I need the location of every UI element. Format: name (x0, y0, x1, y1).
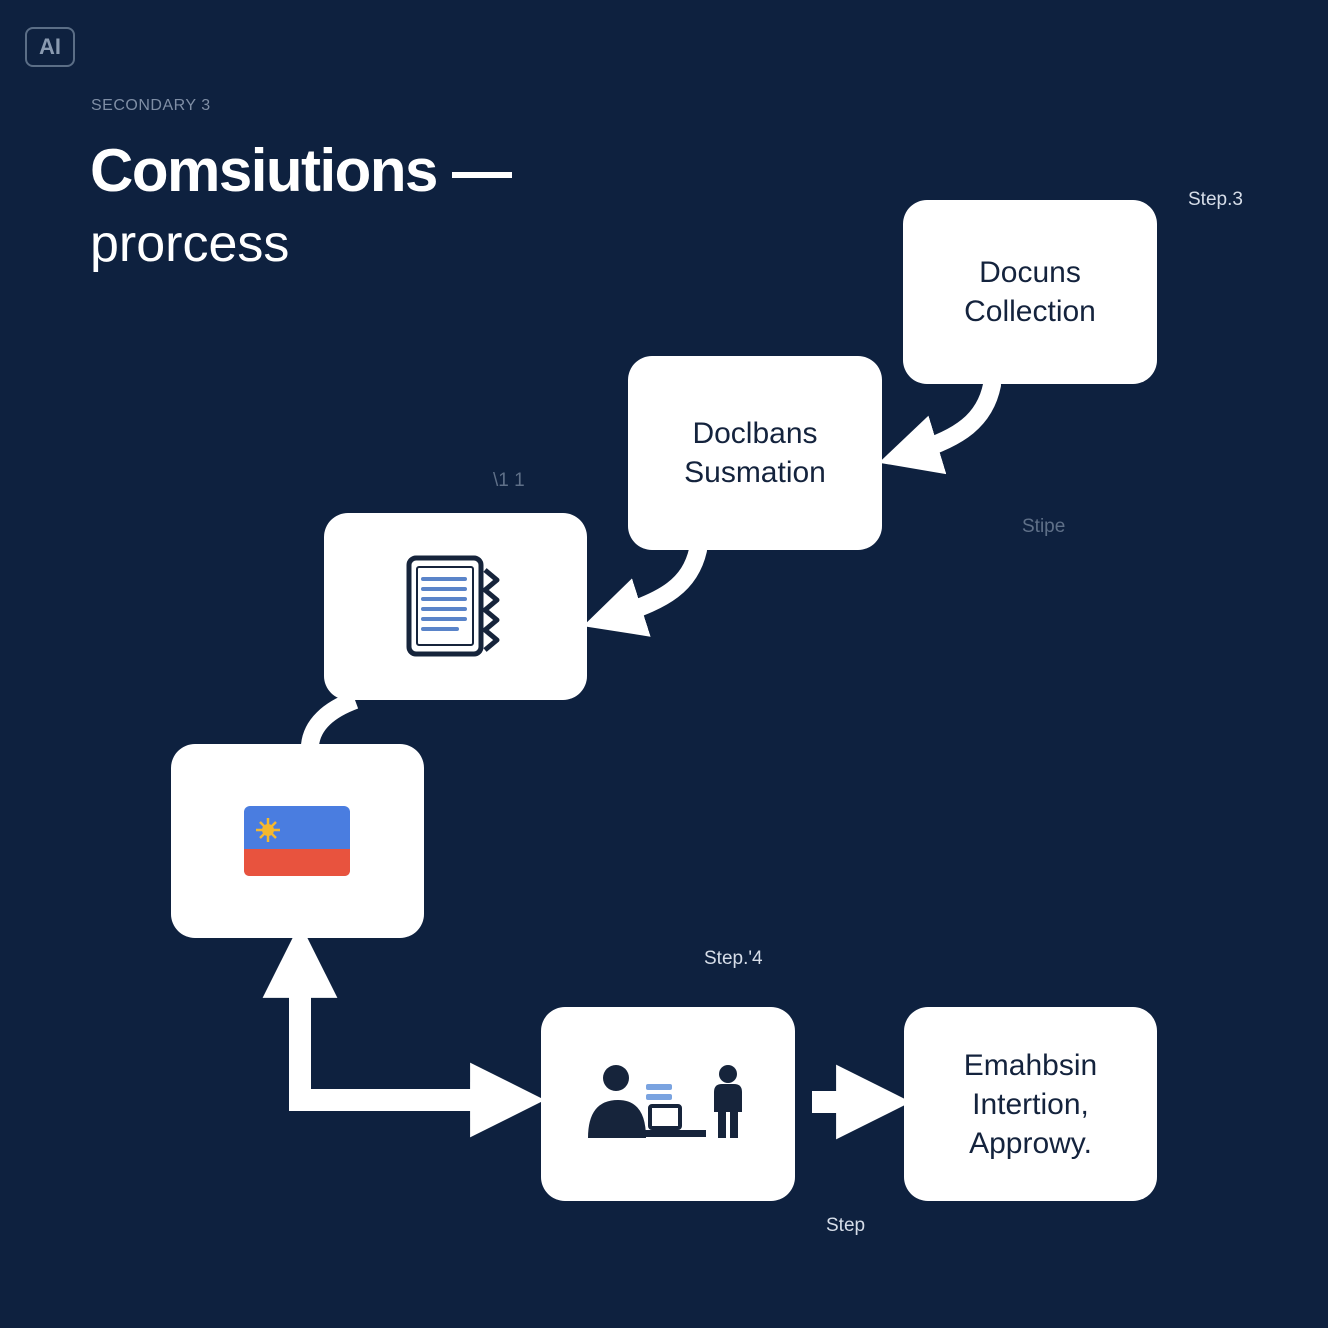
card-document[interactable] (324, 513, 587, 700)
step-label-bottom-caption: Step (826, 1215, 866, 1236)
step-label-middle-left: \1 1 (493, 470, 525, 491)
card-collection-line-1: Docuns (979, 256, 1081, 289)
card-meeting[interactable] (541, 1007, 795, 1201)
card-approval-line-2: Intertion, (972, 1087, 1089, 1121)
arrow-collection-to-summation (878, 376, 1001, 475)
card-docs-collection[interactable]: Docuns Collection (903, 200, 1157, 384)
people-at-desk-icon (588, 1065, 742, 1138)
card-approval[interactable]: Emahbsin Intertion, Approwy. (904, 1007, 1157, 1201)
card-flag[interactable] (171, 744, 424, 938)
flag-icon (243, 806, 350, 876)
card-summation-line-1: Doclbans (692, 417, 818, 450)
page-subtitle: prorcess (90, 215, 290, 273)
card-collection-line-2: Collection (964, 295, 1096, 328)
card-approval-line-1: Emahbsin (963, 1048, 1098, 1082)
card-approval-line-3: Approwy. (969, 1126, 1092, 1160)
document-icon (406, 555, 499, 656)
step-label-top-right: Step.3 (1188, 189, 1243, 210)
card-summation-line-2: Susmation (684, 456, 826, 489)
arrow-summation-to-document (583, 541, 707, 637)
page-title: Comsiutions — (90, 137, 512, 204)
section-eyebrow: SECONDARY 3 (91, 97, 211, 114)
connector-document-to-flag (301, 691, 359, 747)
step-label-bottom-center: Step.'4 (704, 948, 763, 969)
step-label-middle-right: Stipe (1022, 516, 1066, 537)
card-docs-summation[interactable]: Doclbans Susmation (628, 356, 882, 550)
ai-badge: AI (25, 27, 75, 67)
